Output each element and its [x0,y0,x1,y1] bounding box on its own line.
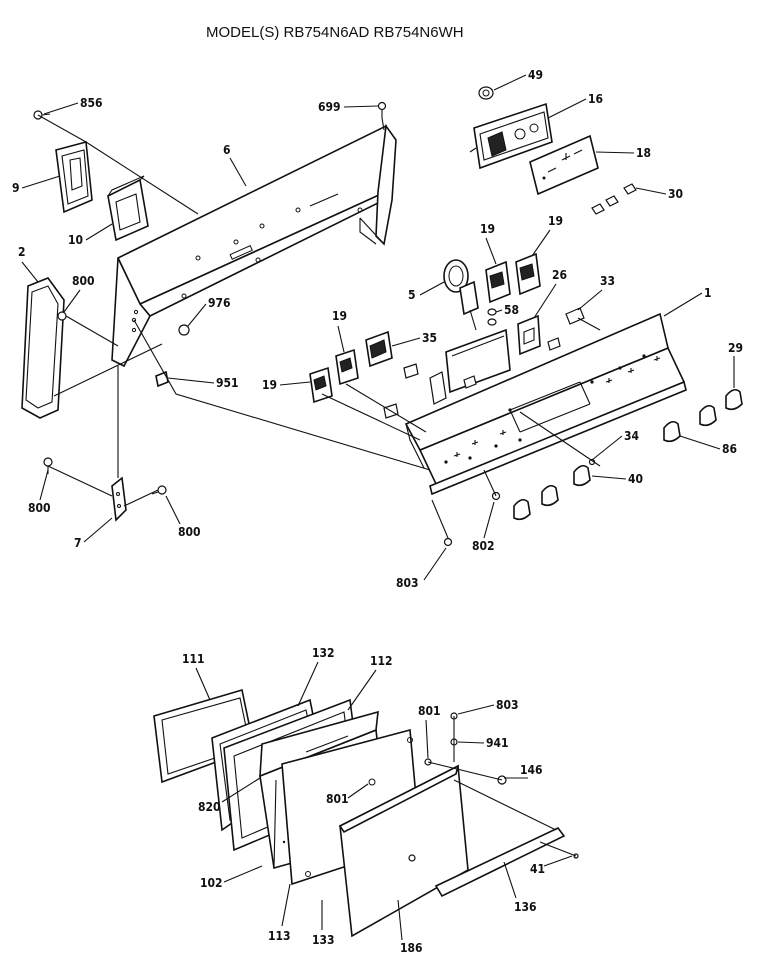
label-112: 112 [370,654,393,668]
assembly-lines-door [427,716,577,857]
label-30: 30 [668,187,683,201]
label-801-b: 801 [326,792,349,806]
outer-door-panel-part-186 [338,764,469,938]
label-803-b: 803 [496,698,519,712]
label-5: 5 [408,288,416,302]
label-133: 133 [312,933,335,947]
switch-part-19-upper [485,252,541,304]
label-9: 9 [12,181,20,195]
label-41: 41 [530,862,545,876]
label-699: 699 [318,100,341,114]
label-18: 18 [636,146,651,160]
label-6: 6 [223,143,231,157]
label-941: 941 [486,736,509,750]
label-800-a: 800 [72,274,95,288]
label-40: 40 [628,472,643,486]
backsplash-frame-part-6 [111,123,397,368]
label-58: 58 [504,303,519,317]
label-49: 49 [528,68,543,82]
label-7: 7 [74,536,82,550]
label-33: 33 [600,274,615,288]
label-35: 35 [422,331,437,345]
thermostat-part-5 [443,259,479,331]
label-111: 111 [182,652,205,666]
label-102: 102 [200,876,223,890]
label-802: 802 [472,539,495,553]
clock-overlay-part-18 [529,134,599,196]
bracket-part-26 [517,314,541,356]
lower-bracket-part-7 [111,476,127,522]
spacer-part-58 [487,308,497,326]
label-1: 1 [704,286,712,300]
label-803-a: 803 [396,576,419,590]
label-186: 186 [400,941,423,955]
label-19-c: 19 [332,309,347,323]
label-132: 132 [312,646,335,660]
label-34: 34 [624,429,640,443]
screws-control-panel [431,458,596,547]
side-trim-part-2 [21,277,65,419]
label-136: 136 [514,900,537,914]
control-knobs [513,388,743,521]
label-10: 10 [68,233,83,247]
label-856: 856 [80,96,103,110]
label-19-d: 19 [262,378,277,392]
label-800-b: 800 [28,501,51,515]
label-976: 976 [208,296,231,310]
label-801-a: 801 [418,704,441,718]
switch-plate [445,328,511,394]
label-146: 146 [520,763,543,777]
side-bracket-part-9 [55,140,93,214]
door-handle-part-136 [434,826,566,898]
assembly-lines-upper-right [321,317,601,467]
label-19-b: 19 [548,214,563,228]
push-buttons-part-30 [591,183,637,215]
label-951: 951 [216,376,239,390]
label-16: 16 [588,92,603,106]
label-2: 2 [18,245,26,259]
assembly-lines-upper-left [37,114,431,507]
label-800-c: 800 [178,525,201,539]
part-labels: 856 699 6 9 10 2 800 976 951 800 7 800 4… [12,68,743,955]
label-113: 113 [268,929,291,943]
clock-timer-part-16 [469,102,553,170]
control-panel-part-1 [404,312,687,496]
switch-part-19-lower [309,348,359,404]
label-820: 820 [198,800,221,814]
label-26: 26 [552,268,567,282]
clock-knob-part-49 [478,86,494,100]
label-29: 29 [728,341,743,355]
model-title: MODEL(S) RB754N6AD RB754N6WH [206,24,464,41]
side-bracket-part-10 [107,175,149,242]
label-19-a: 19 [480,222,495,236]
label-86: 86 [722,442,737,456]
switch-part-35 [365,330,393,368]
